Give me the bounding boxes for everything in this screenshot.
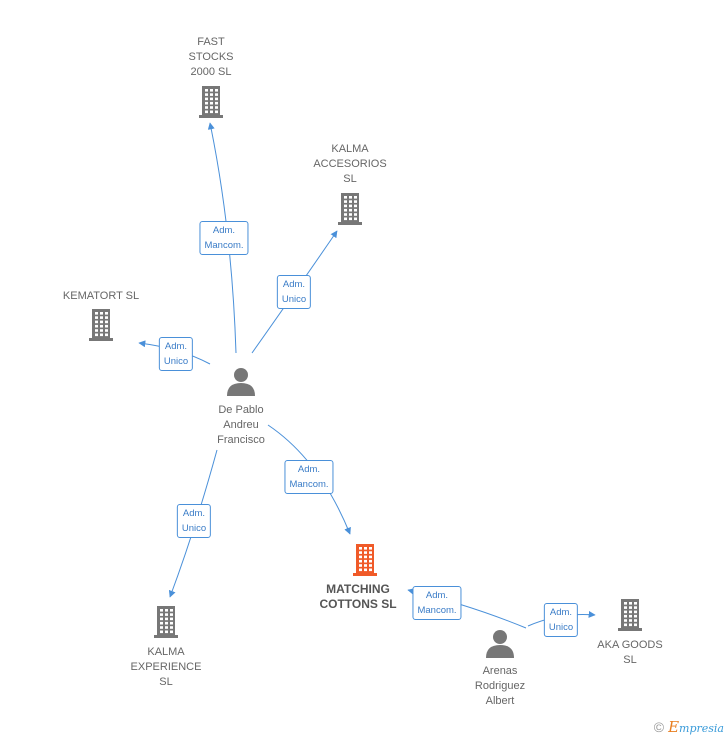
edge-label-depablo-to-kalma_acc[interactable]: Adm. Unico [276, 275, 312, 309]
brand-name: mpresia [679, 722, 724, 735]
node-label-kalma_exp[interactable]: KALMA EXPERIENCE SL [130, 646, 202, 688]
person-icon-depablo[interactable] [227, 368, 255, 396]
node-label-depablo[interactable]: De Pablo Andreu Francisco [217, 404, 265, 446]
building-icon-kalma_acc[interactable] [338, 193, 362, 225]
building-icon-fast_stocks[interactable] [199, 86, 223, 118]
node-label-kalma_acc[interactable]: KALMA ACCESORIOS SL [313, 143, 387, 185]
node-label-aka[interactable]: AKA GOODS SL [597, 639, 663, 666]
node-label-matching[interactable]: MATCHING COTTONS SL [319, 582, 397, 611]
node-label-arenas[interactable]: Arenas Rodriguez Albert [474, 665, 526, 707]
building-icon-kematort[interactable] [89, 309, 113, 341]
edge-label-arenas-to-aka[interactable]: Adm. Unico [543, 603, 579, 637]
building-icon-matching[interactable] [353, 544, 377, 576]
brand-initial: E [668, 718, 680, 736]
building-icon-aka[interactable] [618, 599, 642, 631]
edge-label-depablo-to-kalma_exp[interactable]: Adm. Unico [176, 504, 212, 538]
building-icon-kalma_exp[interactable] [154, 606, 178, 638]
footer-brand: ©Empresia [654, 718, 724, 736]
node-label-fast_stocks[interactable]: FAST STOCKS 2000 SL [188, 36, 234, 78]
edge-label-depablo-to-fast_stocks[interactable]: Adm. Mancom. [199, 221, 249, 255]
copyright-icon: © [653, 719, 665, 735]
edge-label-depablo-to-matching[interactable]: Adm. Mancom. [284, 460, 334, 494]
edge-label-depablo-to-kematort[interactable]: Adm. Unico [158, 337, 194, 371]
node-label-kematort[interactable]: KEMATORT SL [62, 290, 140, 302]
person-icon-arenas[interactable] [486, 630, 514, 658]
edge-label-arenas-to-matching[interactable]: Adm. Mancom. [412, 586, 462, 620]
